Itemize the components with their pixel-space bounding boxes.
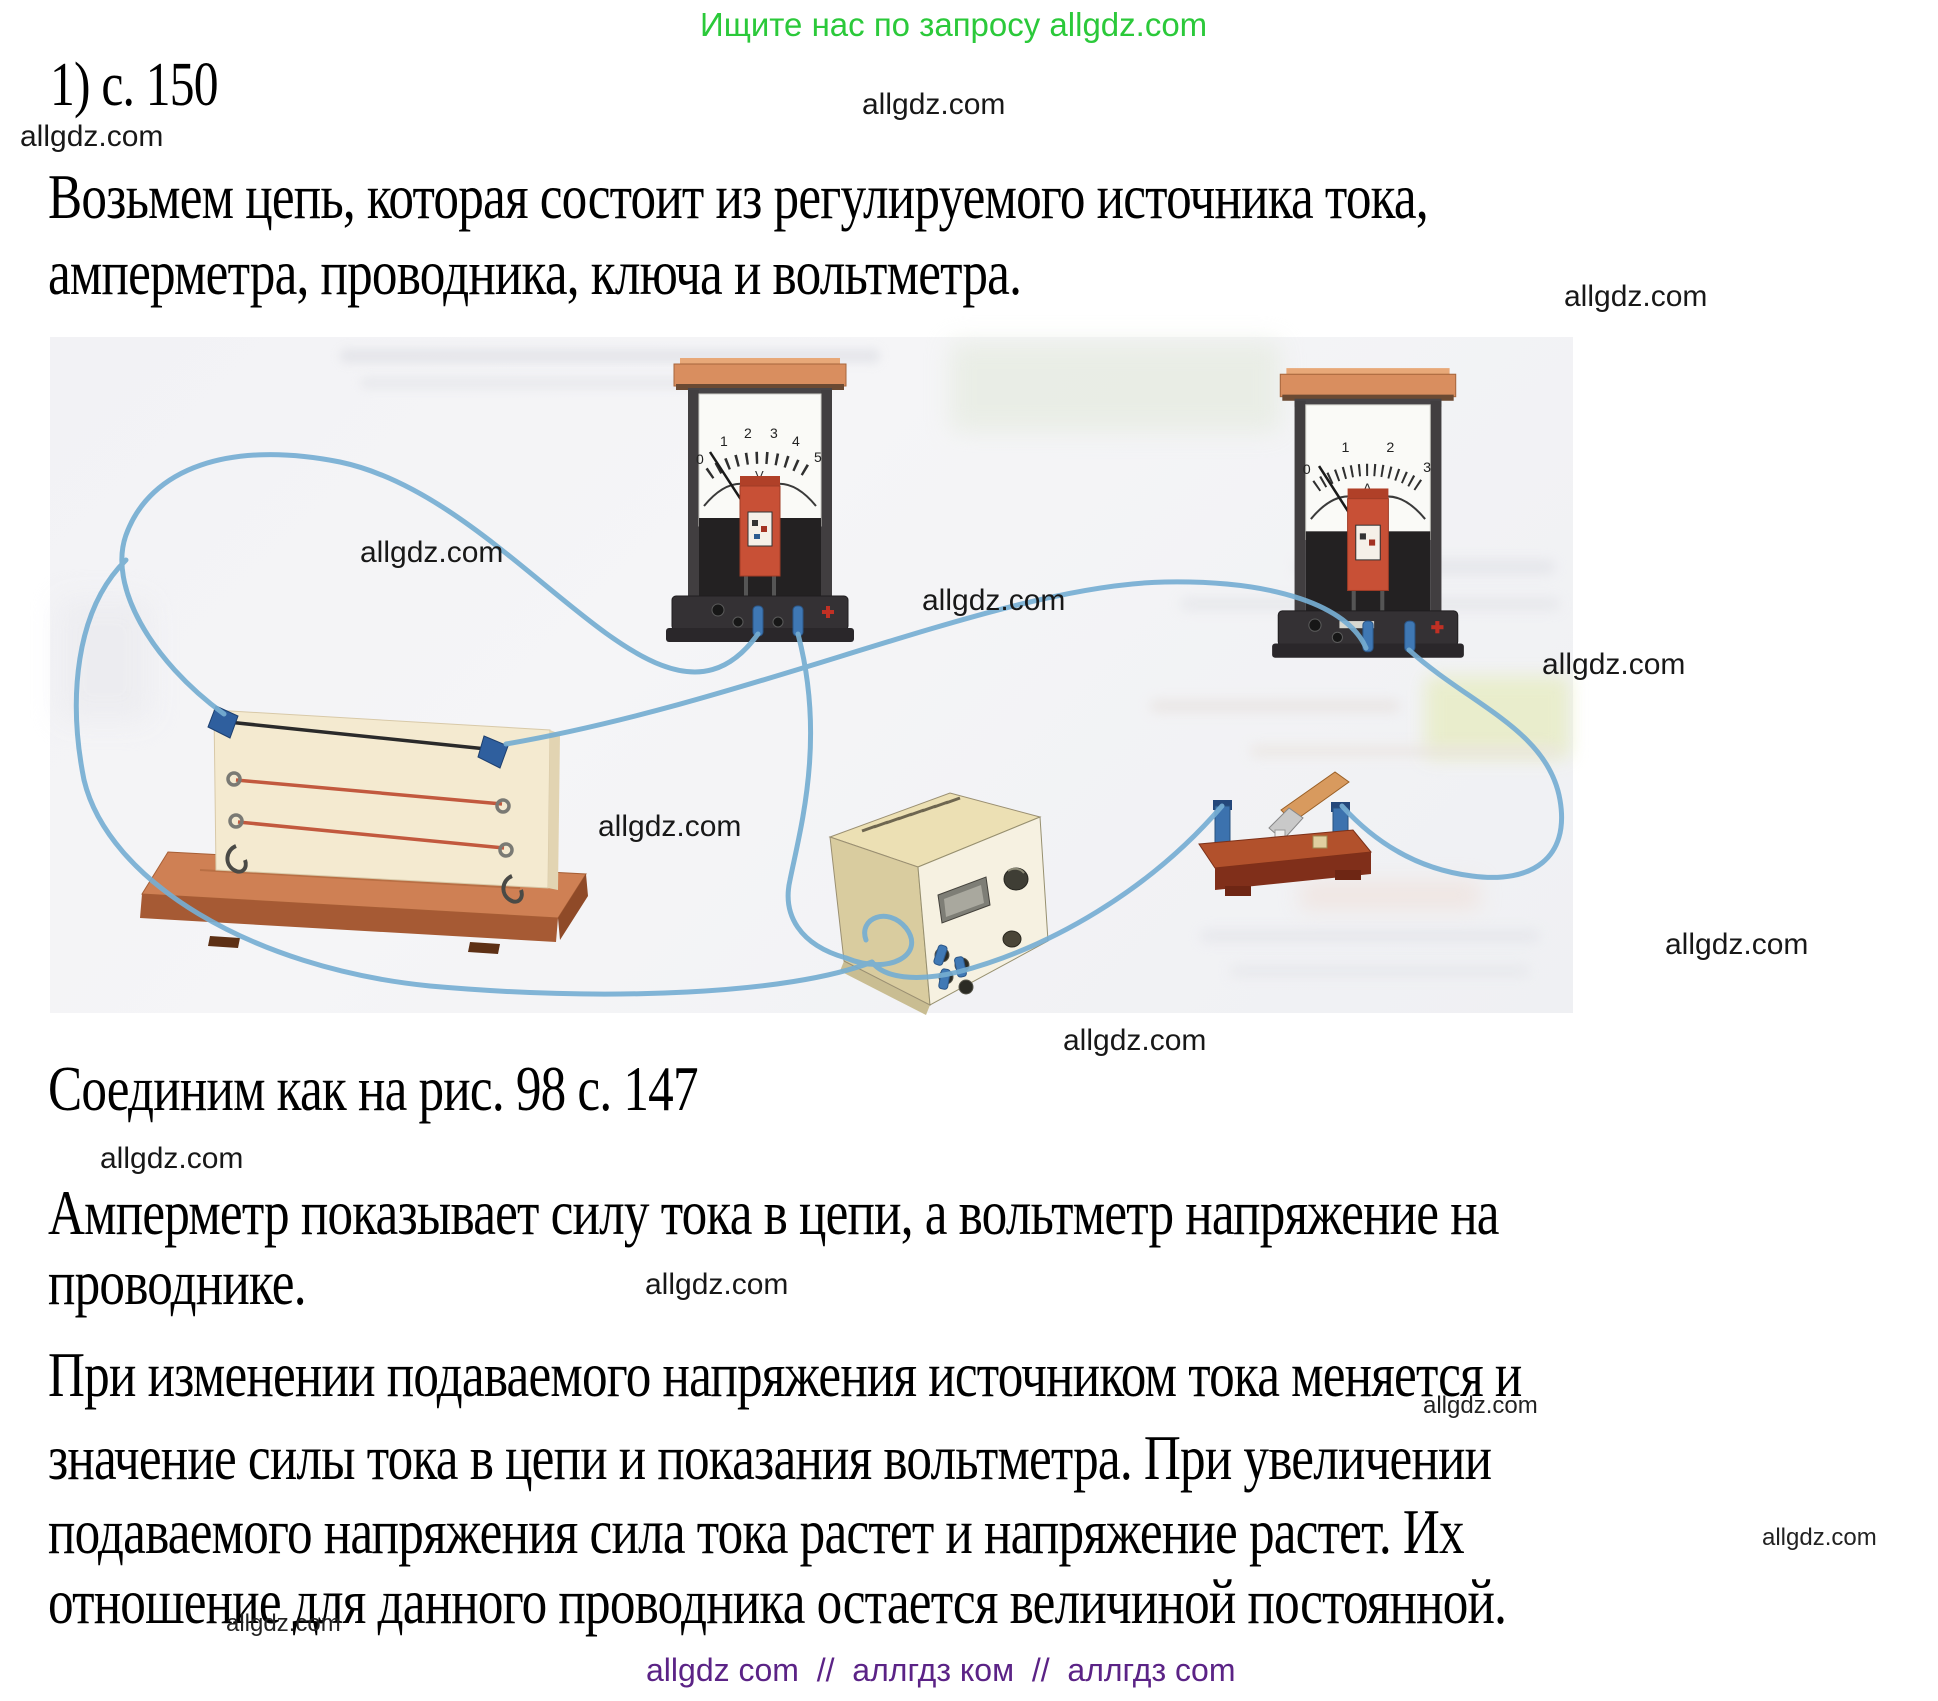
ammeter: 0 1 2 3 A <box>1272 368 1464 658</box>
voltmeter-scale-label: 3 <box>770 425 778 441</box>
photo-bleed-artifact <box>1150 700 1400 712</box>
power-supply-vents <box>861 796 961 833</box>
power-supply-plug <box>933 944 948 966</box>
footer-alt-names: allgdz com // аллгдз ком // аллгдз com <box>646 1652 1236 1688</box>
paragraph-4-line-2: значение силы тока в цепи и показания во… <box>48 1422 1492 1493</box>
paragraph-1-line-1: Возьмем цепь, которая состоит из регулир… <box>48 161 1429 232</box>
board-wooden-base-front <box>140 894 558 942</box>
ammeter-terminal <box>1308 618 1322 632</box>
voltmeter-frame-post <box>821 390 832 596</box>
ammeter-scale-ticks <box>1312 463 1424 492</box>
paragraph-2: Соединим как на рис. 98 с. 147 <box>48 1053 699 1124</box>
board-clip-left <box>207 705 239 739</box>
wire-board-to-ammeter <box>503 579 1369 747</box>
photo-bleed-artifact <box>1250 745 1560 757</box>
ammeter-scale-label: 2 <box>1386 440 1394 456</box>
ammeter-scale-label: 1 <box>1341 440 1349 456</box>
voltmeter-scale-label: 0 <box>696 451 704 467</box>
wire-board <box>140 705 588 954</box>
wire-switch-to-power-supply <box>869 803 1225 980</box>
watermark: allgdz.com <box>1762 1524 1877 1551</box>
watermark: allgdz.com <box>1564 280 1708 313</box>
board-eyelet <box>498 842 514 858</box>
watermark: allgdz.com <box>1542 648 1686 681</box>
board-hook <box>225 844 248 874</box>
board-clip-right <box>477 735 509 769</box>
watermark: allgdz.com <box>862 88 1006 121</box>
voltmeter-scale-label: 1 <box>720 433 728 449</box>
wire-ammeter-to-switch <box>1339 647 1564 880</box>
wire-voltmeter-to-board <box>119 452 761 717</box>
voltmeter-plus-mark <box>826 606 830 618</box>
board-red-wire <box>237 820 505 850</box>
ammeter-scale-label: 0 <box>1303 462 1311 478</box>
board-red-wire <box>235 778 503 806</box>
ammeter-label-plate <box>1339 621 1375 629</box>
board-eyelet <box>495 798 511 814</box>
voltmeter-scale-label: 4 <box>792 433 800 449</box>
paragraph-3-line-1: Амперметр показывает силу тока в цепи, а… <box>48 1177 1500 1248</box>
paragraph-3-line-2: проводнике. <box>48 1247 307 1318</box>
photo-bleed-artifact <box>1200 930 1540 942</box>
voltmeter-cap-top <box>680 358 840 366</box>
power-supply-terminal <box>958 979 974 995</box>
wire-terminal-loop <box>843 913 915 968</box>
photo-bleed-artifact <box>1300 880 1480 910</box>
power-supply-knob-small <box>1002 930 1022 948</box>
switch-base-front <box>1215 852 1371 890</box>
watermark: allgdz.com <box>598 810 742 843</box>
paragraph-4-line-1: При изменении подаваемого напряжения ист… <box>48 1339 1522 1410</box>
photo-bleed-artifact <box>1230 965 1530 977</box>
key-switch <box>1198 771 1372 896</box>
ammeter-frame-post <box>1294 400 1306 611</box>
photo-bleed-artifact <box>950 342 1280 432</box>
voltmeter-frame-post <box>688 390 699 596</box>
voltmeter-terminal <box>711 603 725 617</box>
watermark: allgdz.com <box>360 536 504 569</box>
wire-left-loop-to-power-supply <box>73 557 875 997</box>
paragraph-1-line-2: амперметра, проводника, ключа и вольтмет… <box>48 237 1022 308</box>
voltmeter: 0 1 2 3 4 5 V <box>666 358 854 642</box>
board-hook <box>501 874 524 904</box>
board-eyelet <box>228 813 244 829</box>
watermark: allgdz.com <box>226 1610 341 1637</box>
board-test-wire <box>227 720 497 752</box>
voltmeter-scale-label: 5 <box>814 449 822 465</box>
voltmeter-unit-label: V <box>755 468 764 483</box>
page-title: 1) с. 150 <box>50 51 219 119</box>
paragraph-4-line-3: подаваемого напряжения сила тока растет … <box>48 1496 1465 1567</box>
watermark: allgdz.com <box>645 1268 789 1301</box>
ammeter-unit-label: A <box>1363 481 1372 496</box>
board-eyelet <box>226 771 242 787</box>
ammeter-frame-post <box>1430 400 1442 611</box>
voltmeter-scale-label: 2 <box>744 425 752 441</box>
ammeter-plus-mark <box>1435 621 1440 634</box>
wire-voltmeter-to-power-supply <box>785 631 849 961</box>
circuit-wires <box>73 452 1564 997</box>
watermark: allgdz.com <box>1423 1392 1538 1419</box>
ammeter-coil-block <box>1347 498 1389 591</box>
watermark: allgdz.com <box>922 584 1066 617</box>
ammeter-scale-label: 3 <box>1423 460 1431 476</box>
watermark: allgdz.com <box>100 1142 244 1175</box>
watermark: allgdz.com <box>1665 928 1809 961</box>
promo-line: Ищите нас по запросу allgdz.com <box>700 6 1208 43</box>
watermark: allgdz.com <box>1063 1024 1207 1057</box>
watermark: allgdz.com <box>20 120 164 153</box>
paragraph-4-line-4: отношение для данного проводника остаетс… <box>48 1566 1507 1637</box>
